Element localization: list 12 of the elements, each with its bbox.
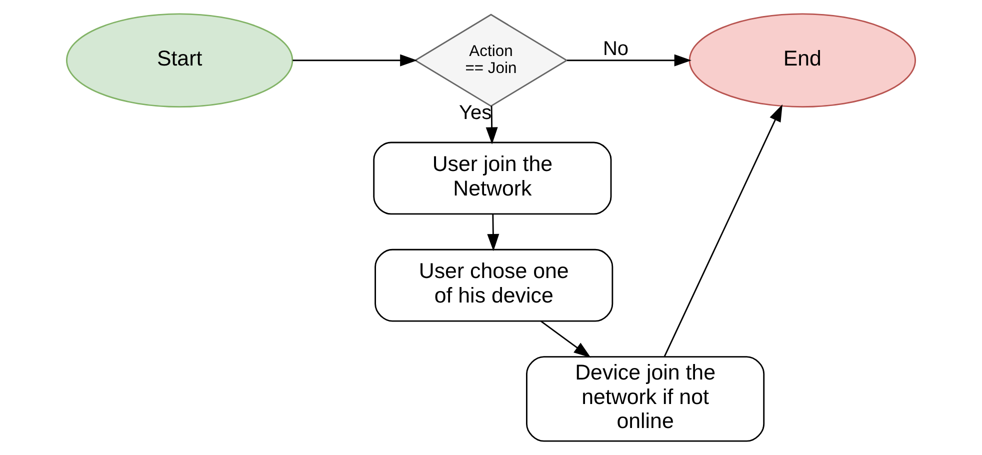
node-box: User join the Network (373, 142, 612, 215)
node-box: Device join the network if not online (526, 356, 765, 442)
arrow (292, 54, 418, 66)
arrow (567, 54, 692, 66)
node-ellipse: End (688, 13, 916, 108)
arrow (664, 104, 782, 357)
node-ellipse: Start (66, 13, 294, 108)
arrow (486, 106, 498, 144)
arrow (540, 320, 591, 358)
arrow (487, 214, 500, 252)
node-box: User chose one of his device (374, 248, 614, 322)
edge-label: No (602, 38, 629, 60)
